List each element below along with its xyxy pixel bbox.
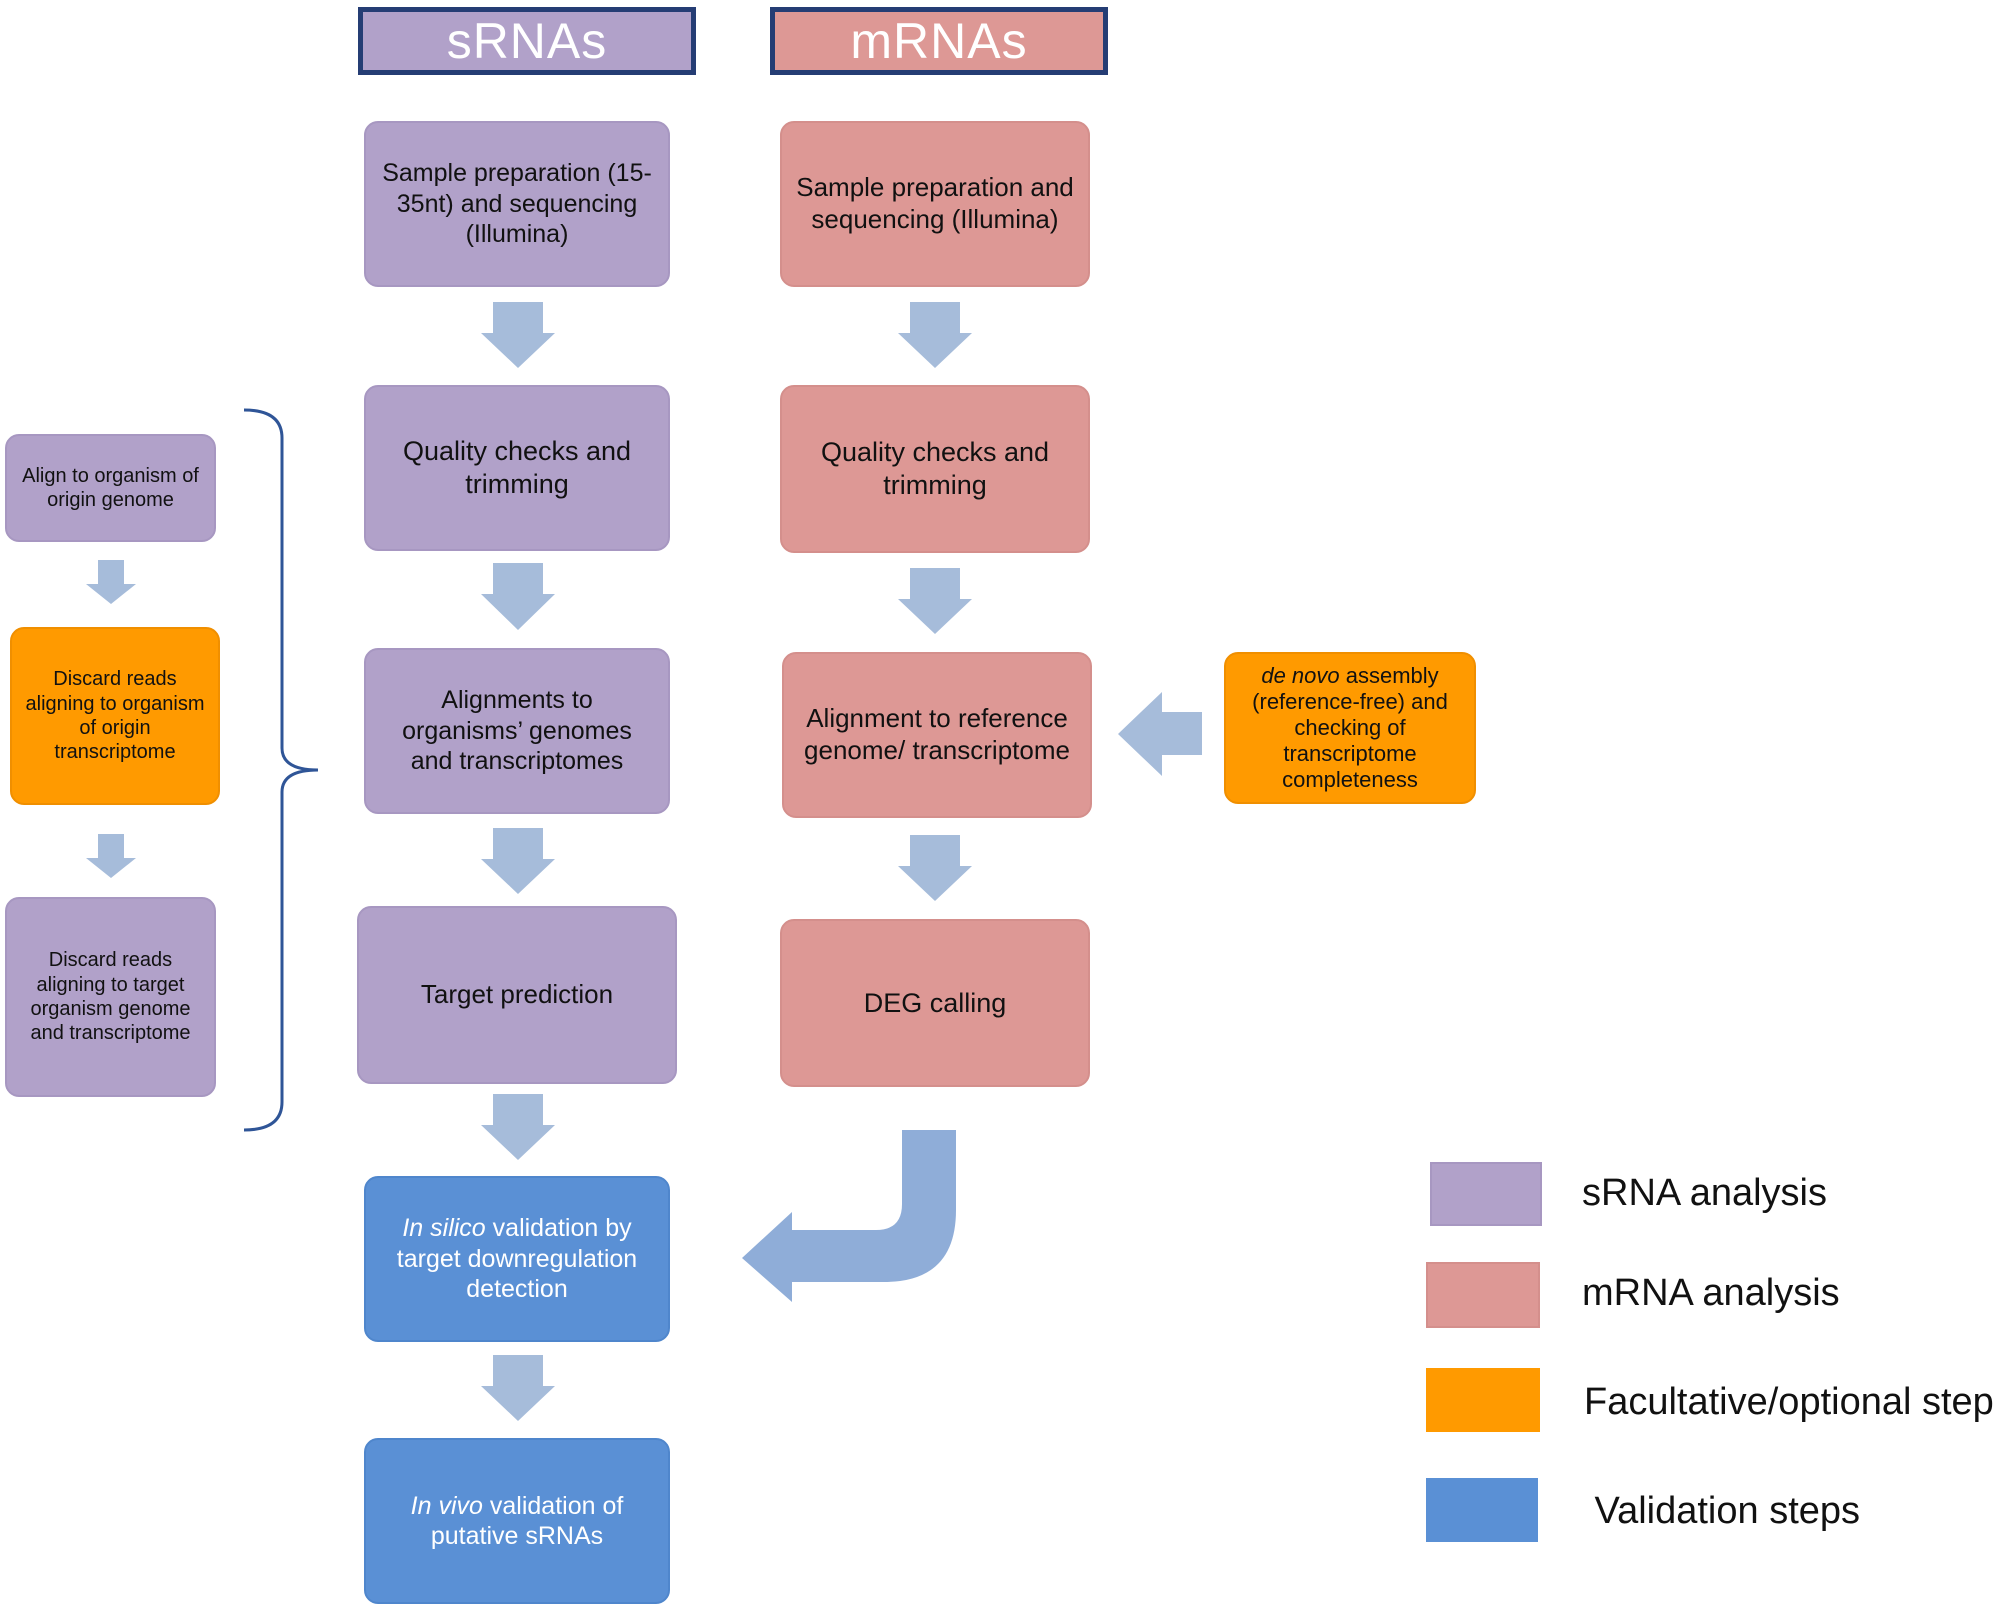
legend-swatch-optional	[1426, 1368, 1540, 1432]
in-silico-validation-text: In silico validation by target downregul…	[380, 1213, 654, 1305]
srna-header: sRNAs	[358, 7, 696, 75]
denovo-assembly-box: de novo assembly (reference-free) and ch…	[1224, 652, 1476, 804]
down-arrow-srna-3	[481, 828, 555, 894]
srna-target-prediction-box: Target prediction	[357, 906, 677, 1084]
down-arrow-side-1	[86, 560, 136, 604]
denovo-rest: assembly (reference-free) and checking o…	[1252, 663, 1448, 792]
in-silico-italic: In silico	[402, 1214, 486, 1243]
in-vivo-validation-box: In vivo validation of putative sRNAs	[364, 1438, 670, 1604]
mrna-quality-box: Quality checks and trimming	[780, 385, 1090, 553]
legend-label-validation: Validation steps	[1584, 1490, 1861, 1532]
legend-label-srna: sRNA analysis	[1582, 1172, 1827, 1214]
legend-swatch-srna	[1430, 1162, 1542, 1226]
srna-alignments-text: Alignments to organisms’ genomes and tra…	[402, 686, 632, 776]
mrna-header: mRNAs	[770, 7, 1108, 75]
denovo-italic: de novo	[1261, 663, 1340, 689]
mrna-alignment-box: Alignment to reference genome/ transcrip…	[782, 652, 1092, 818]
mrna-sample-prep-text: Sample preparation and sequencing (Illum…	[796, 172, 1074, 234]
in-vivo-validation-text: In vivo validation of putative sRNAs	[380, 1491, 654, 1552]
legend-swatch-mrna	[1426, 1262, 1540, 1328]
down-arrow-srna-2	[481, 563, 555, 630]
mrna-sample-prep-box: Sample preparation and sequencing (Illum…	[780, 121, 1090, 287]
srna-target-prediction-text: Target prediction	[420, 979, 614, 1010]
legend-swatch-validation	[1426, 1478, 1538, 1542]
left-arrow-denovo	[1118, 692, 1202, 776]
down-arrow-mrna-2	[898, 568, 972, 634]
mrna-deg-text: DEG calling	[863, 987, 1007, 1018]
discard-target-reads-text: Discard reads aligning to target organis…	[30, 949, 191, 1045]
curved-arrow-deg-to-validation	[742, 1130, 956, 1302]
down-arrow-side-2	[86, 834, 136, 878]
legend-label-mrna: mRNA analysis	[1582, 1272, 1840, 1314]
down-arrow-srna-1	[481, 302, 555, 368]
in-silico-validation-box: In silico validation by target downregul…	[364, 1176, 670, 1342]
srna-sample-prep-box: Sample preparation (15-35nt) and sequenc…	[364, 121, 670, 287]
legend-label-optional: Facultative/optional step	[1584, 1381, 1994, 1423]
srna-quality-text: Quality checks and trimming	[402, 436, 632, 499]
down-arrow-mrna-3	[898, 835, 972, 901]
mrna-header-label: mRNAs	[850, 13, 1028, 69]
mrna-quality-text: Quality checks and trimming	[820, 437, 1050, 500]
align-origin-genome-box: Align to organism of origin genome	[5, 434, 216, 542]
denovo-assembly-text: de novo assembly (reference-free) and ch…	[1234, 663, 1466, 793]
align-origin-genome-text: Align to organism of origin genome	[22, 464, 199, 511]
srna-header-label: sRNAs	[446, 13, 608, 69]
srna-sample-prep-text: Sample preparation (15-35nt) and sequenc…	[382, 159, 652, 249]
down-arrow-srna-4	[481, 1094, 555, 1160]
in-vivo-italic: In vivo	[410, 1491, 483, 1520]
down-arrow-mrna-1	[898, 302, 972, 368]
in-silico-rest: validation by target downregulation dete…	[396, 1214, 638, 1304]
srna-alignments-box: Alignments to organisms’ genomes and tra…	[364, 648, 670, 814]
bracket	[243, 408, 319, 1132]
discard-target-reads-box: Discard reads aligning to target organis…	[5, 897, 216, 1097]
mrna-deg-box: DEG calling	[780, 919, 1090, 1087]
down-arrow-srna-5	[481, 1355, 555, 1421]
discard-origin-reads-text: Discard reads aligning to organism of or…	[25, 668, 205, 764]
in-vivo-rest: validation of putative sRNAs	[430, 1491, 624, 1551]
discard-origin-reads-box: Discard reads aligning to organism of or…	[10, 627, 220, 805]
srna-quality-box: Quality checks and trimming	[364, 385, 670, 551]
mrna-alignment-text: Alignment to reference genome/ transcrip…	[804, 703, 1070, 765]
